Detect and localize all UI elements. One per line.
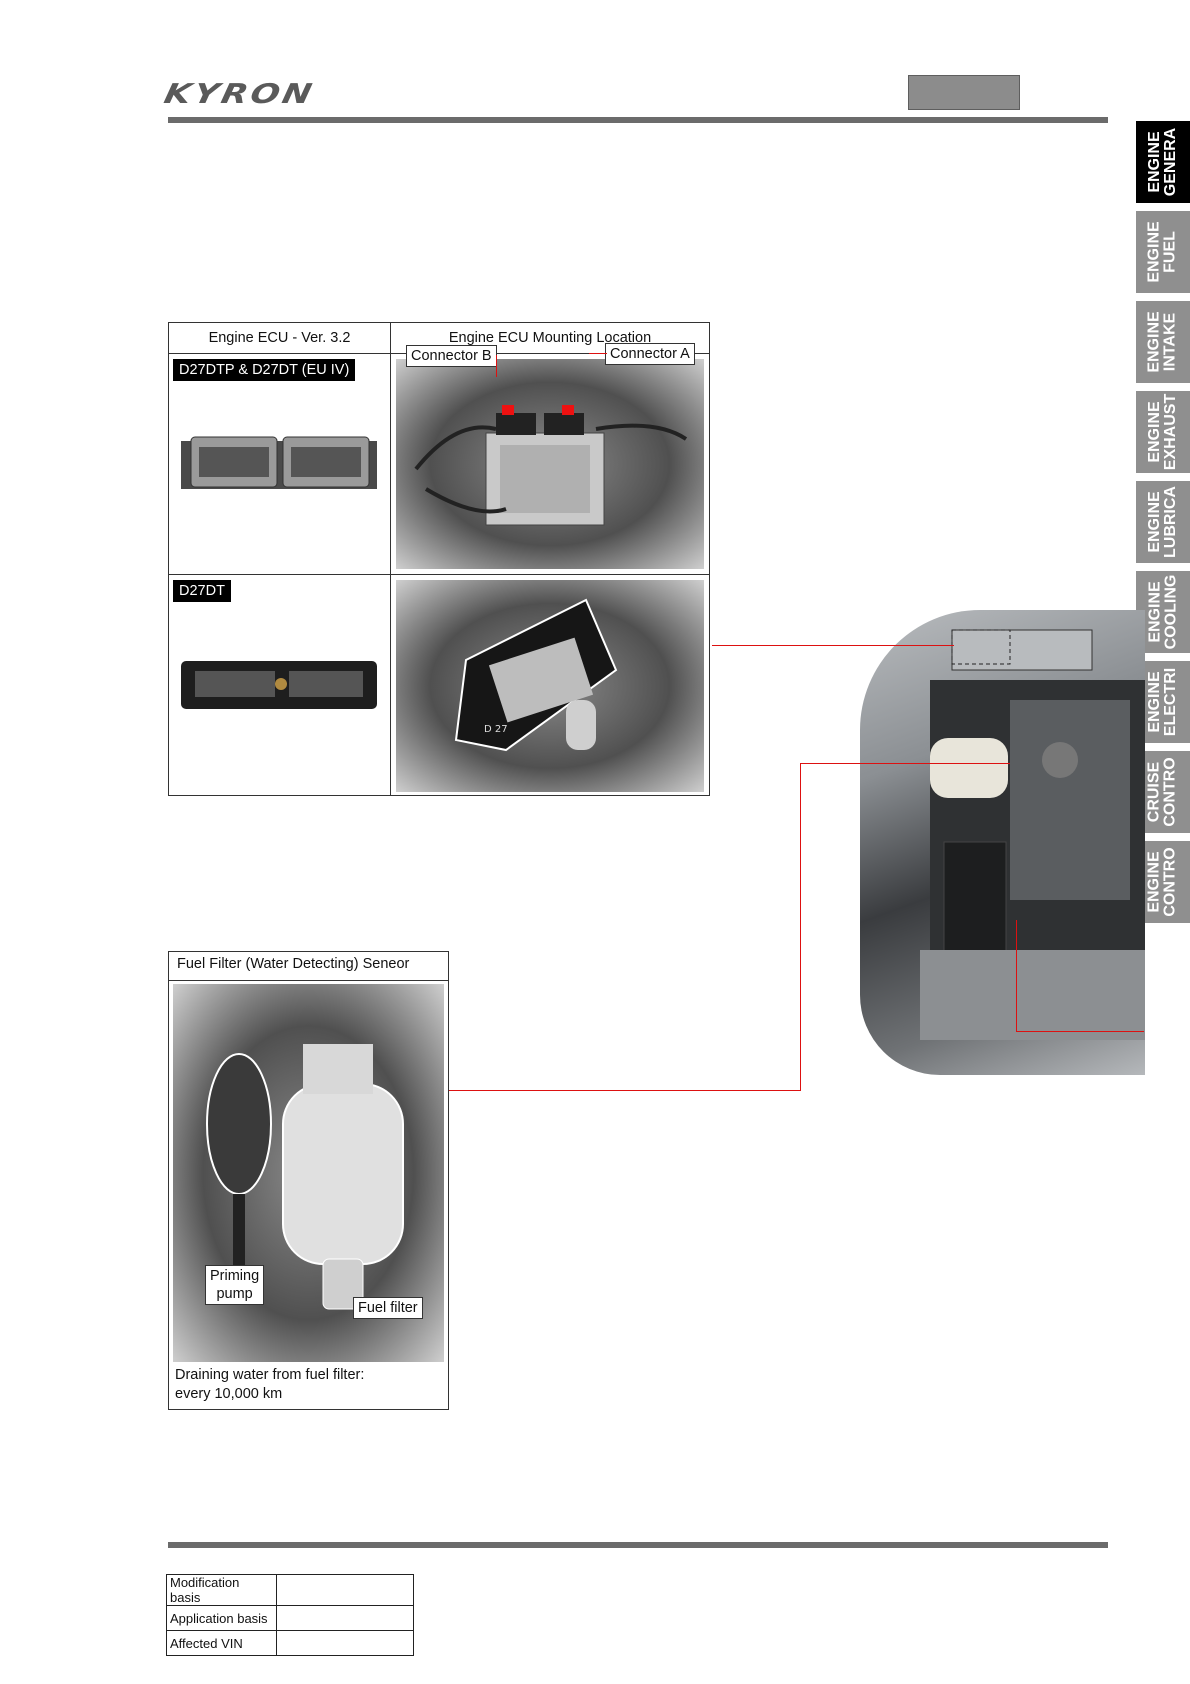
fuel-filter-leader-horizontal: [449, 1090, 801, 1091]
priming-pump-callout: Priming pump: [205, 1265, 265, 1305]
kyron-logo: KYRON: [161, 78, 318, 110]
engine-filter-leader-vertical: [1016, 920, 1017, 1032]
model-label-d27dtp: D27DTP & D27DT (EU IV): [173, 359, 356, 381]
side-tab-engine-exhaust[interactable]: ENGINE EXHAUST: [1136, 391, 1190, 473]
fuel-filter-callout: Fuel filter: [353, 1297, 423, 1319]
table-divider: [390, 323, 391, 795]
modification-basis-value: [276, 1574, 414, 1606]
side-tab-label: ENGINE FUEL: [1146, 221, 1179, 283]
side-tab-engine-lubrication[interactable]: ENGINE LUBRICA: [1136, 481, 1190, 563]
side-tab-engine-electrical[interactable]: ENGINE ELECTRI: [1136, 661, 1190, 743]
connector-a-leader: [589, 353, 607, 354]
engine-filter-leader-bottom: [1016, 1031, 1144, 1032]
side-tab-engine-intake[interactable]: ENGINE INTAKE: [1136, 301, 1190, 383]
fuel-filter-leader-vertical: [800, 763, 801, 1091]
side-tab-engine-fuel[interactable]: ENGINE FUEL: [1136, 211, 1190, 293]
footer-rule: [168, 1542, 1108, 1548]
side-tab-label: CRUISE CONTRO: [1146, 757, 1180, 827]
ecu-table: Engine ECU - Ver. 3.2 Engine ECU Mountin…: [168, 322, 710, 796]
application-basis-value: [276, 1605, 414, 1631]
side-tab-cruise-control[interactable]: CRUISE CONTRO: [1136, 751, 1190, 833]
affected-vin-label: Affected VIN: [166, 1630, 277, 1656]
side-tab-label: ENGINE ELECTRI: [1146, 667, 1180, 737]
side-tab-label: ENGINE CONTRO: [1146, 847, 1180, 917]
ecu-mounting-photo-d27dt: D 27: [396, 580, 704, 792]
ecu-leader-line: [712, 645, 954, 646]
side-tab-engine-cooling[interactable]: ENGINE COOLING: [1136, 571, 1190, 653]
fuel-filter-box: Fuel Filter (Water Detecting) Seneor Pri…: [168, 951, 449, 1410]
application-basis-label: Application basis: [166, 1605, 277, 1631]
side-tab-label: ENGINE EXHAUST: [1146, 393, 1180, 471]
side-tab-engine-general[interactable]: ENGINE GENERA: [1136, 121, 1190, 203]
table-row: Application basis: [166, 1605, 414, 1631]
side-tab-label: ENGINE GENERA: [1146, 127, 1180, 197]
revision-info-table: Modification basis Application basis Aff…: [166, 1574, 414, 1656]
header-rule: [168, 117, 1108, 123]
ecu-unit-image-eu4: [179, 435, 379, 496]
table-row: Affected VIN: [166, 1630, 414, 1656]
ecu-unit-image-d27dt: [179, 657, 379, 718]
d27-plate-text: D 27: [484, 724, 508, 735]
ecu-version-header: Engine ECU - Ver. 3.2: [208, 330, 351, 346]
modification-basis-label: Modification basis: [166, 1574, 277, 1606]
connector-b-callout: Connector B: [406, 345, 497, 367]
fuel-filter-title: Fuel Filter (Water Detecting) Seneor: [177, 956, 410, 972]
ecu-mounting-photo-eu4: [396, 359, 704, 569]
connector-b-leader: [496, 355, 497, 377]
fuel-filter-leader-top: [800, 763, 1010, 764]
side-tab-engine-control[interactable]: ENGINE CONTRO: [1136, 841, 1190, 923]
affected-vin-value: [276, 1630, 414, 1656]
mounting-location-header: Engine ECU Mounting Location: [448, 330, 652, 346]
draining-note: Draining water from fuel filter: every 1…: [175, 1367, 365, 1402]
table-row: Modification basis: [166, 1574, 414, 1606]
side-tab-label: ENGINE INTAKE: [1146, 311, 1179, 373]
header-section-box: [908, 75, 1020, 110]
side-tab-label: ENGINE LUBRICA: [1146, 486, 1179, 558]
model-label-d27dt: D27DT: [173, 580, 231, 602]
side-tab-label: ENGINE COOLING: [1146, 574, 1180, 650]
fuel-box-divider: [169, 980, 448, 981]
engine-bay-photo: [860, 610, 1145, 1075]
table-divider: [169, 574, 709, 575]
connector-a-callout: Connector A: [605, 343, 695, 365]
